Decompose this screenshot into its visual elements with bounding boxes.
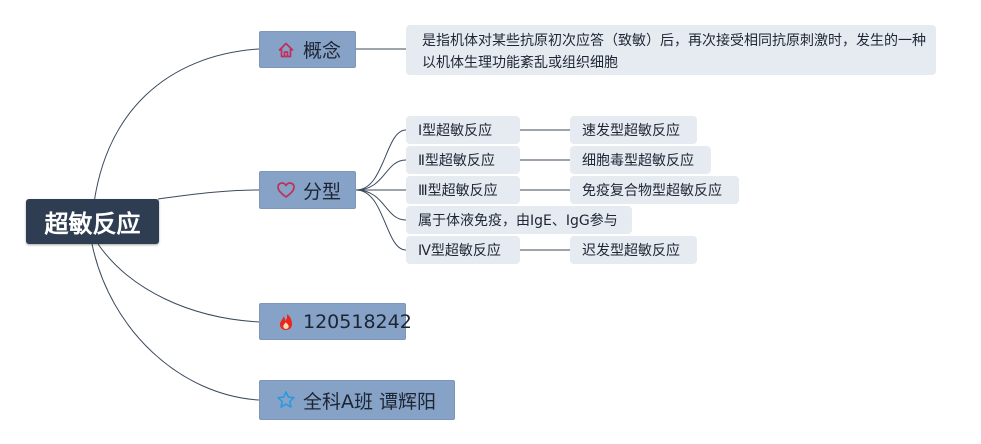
heart-icon [276, 180, 296, 200]
type-1-detail-label: 速发型超敏反应 [582, 123, 680, 139]
branch-classification-label: 分型 [303, 180, 342, 203]
flame-icon [276, 312, 296, 332]
type-note[interactable]: 属于体液免疫，由IgE、IgG参与 [406, 206, 632, 234]
type-4-label: Ⅳ型超敏反应 [418, 243, 501, 259]
star-icon [276, 390, 296, 410]
type-2[interactable]: Ⅱ型超敏反应 [406, 146, 520, 174]
link-root-author [91, 243, 260, 401]
type-4-detail-label: 迟发型超敏反应 [582, 243, 680, 259]
type-1-label: Ⅰ型超敏反应 [418, 123, 493, 139]
branch-classification[interactable]: 分型 [259, 171, 356, 209]
branch-author[interactable]: 全科A班 谭辉阳 [259, 380, 455, 420]
link-class-type5 [355, 189, 407, 251]
type-3-detail-label: 免疫复合物型超敏反应 [582, 183, 722, 199]
type-3-label: Ⅲ型超敏反应 [418, 183, 498, 199]
branch-author-label: 全科A班 谭辉阳 [303, 390, 437, 413]
branch-concept-label: 概念 [303, 40, 342, 62]
link-class-type1 [355, 129, 407, 191]
home-icon [276, 40, 296, 60]
link-root-classification [157, 189, 260, 200]
branch-number[interactable]: 120518242 [259, 303, 412, 340]
link-root-number [97, 243, 260, 323]
type-2-label: Ⅱ型超敏反应 [418, 153, 495, 169]
type-note-label: 属于体液免疫，由IgE、IgG参与 [418, 213, 618, 229]
link-class-type4 [355, 189, 407, 221]
concept-description[interactable]: 是指机体对某些抗原初次应答（致敏）后，再次接受相同抗原刺激时，发生的一种以机体生… [406, 25, 936, 75]
branch-concept[interactable]: 概念 [259, 31, 356, 68]
type-2-detail[interactable]: 细胞毒型超敏反应 [570, 146, 711, 174]
type-3-detail[interactable]: 免疫复合物型超敏反应 [570, 176, 739, 204]
link-class-type2 [355, 159, 407, 191]
type-4-detail[interactable]: 迟发型超敏反应 [570, 236, 697, 264]
root-node[interactable]: 超敏反应 [26, 199, 159, 244]
branch-number-label: 120518242 [303, 310, 412, 333]
type-1[interactable]: Ⅰ型超敏反应 [406, 116, 520, 144]
link-root-concept [91, 48, 260, 223]
concept-description-text: 是指机体对某些抗原初次应答（致敏）后，再次接受相同抗原刺激时，发生的一种以机体生… [422, 33, 926, 71]
type-3[interactable]: Ⅲ型超敏反应 [406, 176, 520, 204]
type-4[interactable]: Ⅳ型超敏反应 [406, 236, 520, 264]
type-2-detail-label: 细胞毒型超敏反应 [582, 153, 694, 169]
type-1-detail[interactable]: 速发型超敏反应 [570, 116, 697, 144]
root-label: 超敏反应 [44, 210, 141, 238]
